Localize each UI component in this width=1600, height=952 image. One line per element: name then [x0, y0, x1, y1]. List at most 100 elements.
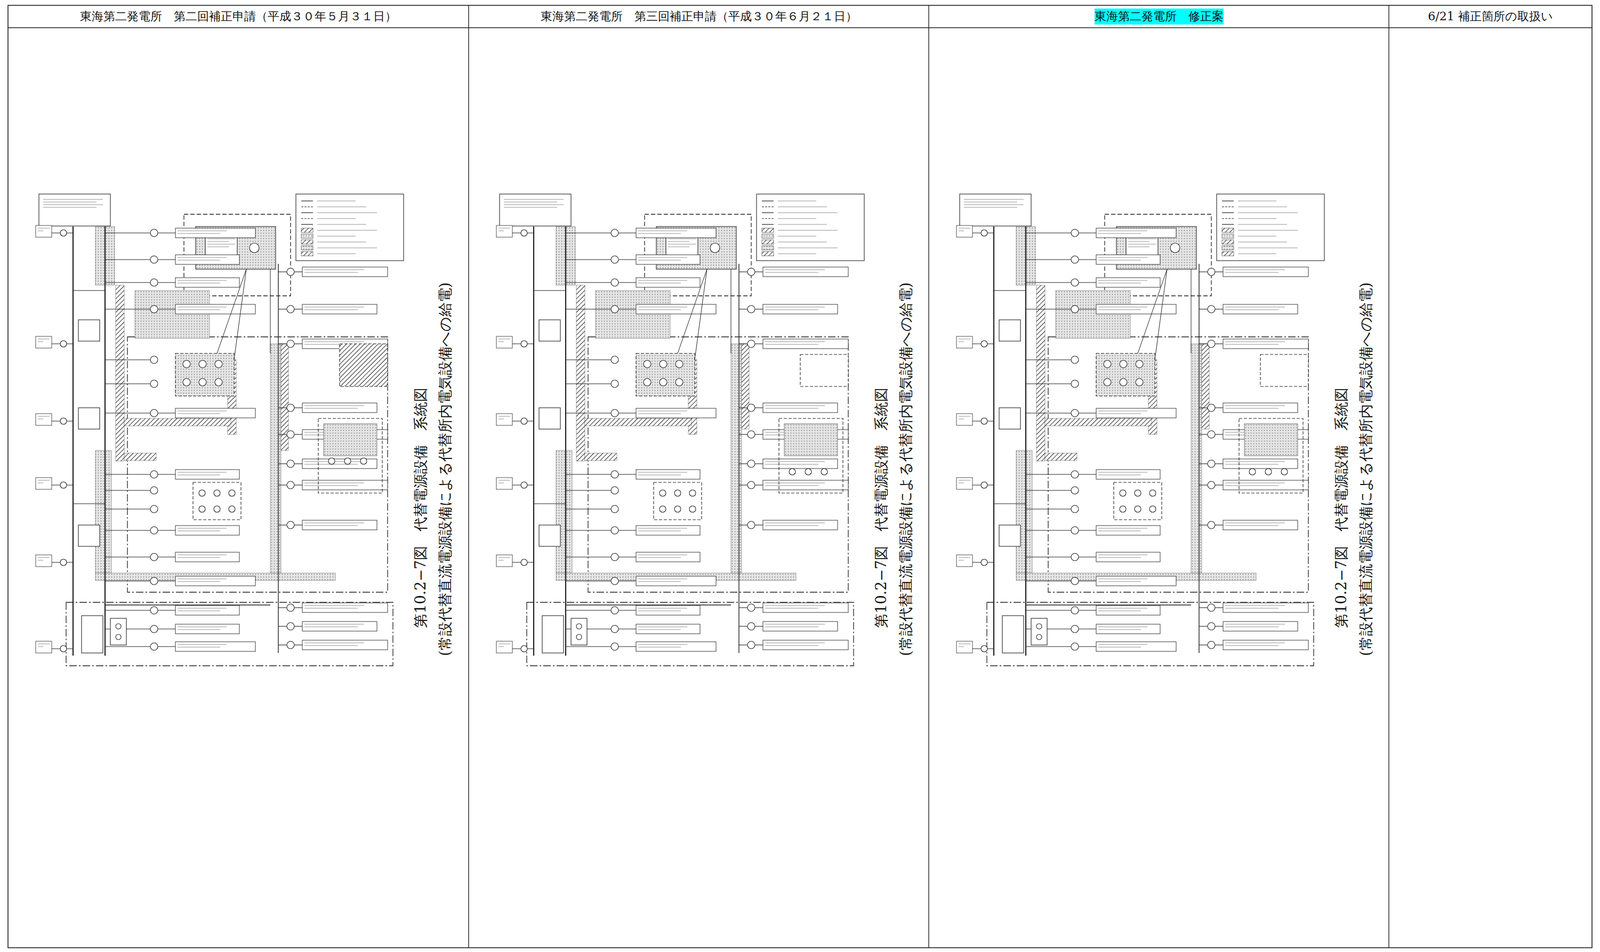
breaker-symbol: [1149, 505, 1156, 513]
tiny-text-mark: [37, 644, 50, 645]
wire: [738, 308, 748, 310]
breaker-symbol: [150, 255, 158, 264]
legend-box: [959, 194, 1032, 227]
breaker-symbol: [1134, 505, 1141, 513]
breaker-symbol: [1071, 526, 1079, 535]
hatched-route: [1044, 418, 1152, 426]
legend-sample: [761, 206, 774, 207]
figure-subcaption: (常設代替直流電源設備による代替所内電気設備への給電): [1357, 282, 1376, 656]
header-rule: [7, 27, 1593, 28]
wire: [1078, 473, 1097, 475]
breaker-symbol: [286, 430, 295, 439]
breaker-symbol: [214, 360, 223, 368]
tiny-text-mark: [1098, 280, 1148, 281]
wire: [1078, 556, 1097, 558]
wire: [754, 607, 763, 608]
tiny-text-mark: [777, 242, 827, 243]
breaker-symbol: [675, 378, 683, 387]
wire: [618, 282, 637, 283]
breaker-symbol: [1071, 606, 1079, 615]
source-tag: [35, 336, 52, 349]
breaker-symbol: [1103, 360, 1112, 368]
load-box: [762, 520, 838, 530]
breaker-symbol: [115, 623, 122, 630]
tiny-text-mark: [37, 228, 50, 229]
breaker-symbol: [610, 278, 619, 287]
tiny-text-mark: [765, 408, 819, 409]
legend-box: [295, 194, 404, 261]
wire: [157, 628, 176, 630]
breaker-symbol: [1281, 468, 1288, 476]
tiny-text-mark: [765, 307, 825, 308]
legend-sample: [761, 212, 774, 213]
leader-line: [216, 269, 247, 354]
header-cell: 東海第二発電所 第三回補正申請（平成３０年６月２１日）: [469, 5, 928, 28]
wire: [157, 473, 176, 475]
tiny-text-mark: [304, 605, 365, 607]
tiny-text-mark: [1225, 483, 1285, 484]
bus-line: [1198, 263, 1200, 654]
tiny-text-mark: [1237, 224, 1288, 225]
distribution-box: [571, 618, 588, 646]
breaker-symbol: [249, 243, 260, 253]
figure-caption: 第10.2−7図 代替電源設備 系統図: [412, 387, 430, 629]
tiny-text-mark: [177, 610, 221, 612]
shaded-route: [1055, 290, 1131, 339]
wire: [738, 433, 748, 435]
wire: [1215, 271, 1224, 272]
wire: [278, 271, 287, 272]
tiny-text-mark: [638, 309, 681, 311]
battery-box: [542, 615, 564, 654]
bus-line: [104, 226, 106, 656]
source-tag: [35, 413, 52, 426]
load-box: [1096, 254, 1161, 265]
wire: [157, 529, 176, 531]
breaker-symbol: [1071, 278, 1079, 287]
load-box: [1096, 304, 1177, 315]
area-boundary: [526, 602, 854, 666]
wire: [1199, 271, 1208, 272]
load-box: [175, 408, 256, 418]
wire: [1215, 343, 1224, 344]
wire: [1078, 609, 1097, 611]
breaker-symbol: [1071, 470, 1079, 479]
breaker-symbol: [1135, 378, 1144, 387]
wire: [73, 503, 106, 504]
breaker-symbol: [520, 559, 528, 566]
panel-box: [339, 343, 388, 387]
breaker-symbol: [286, 481, 295, 489]
wire: [754, 484, 763, 486]
wire: [1199, 308, 1208, 310]
tiny-text-mark: [638, 626, 688, 628]
source-tag: [35, 555, 52, 567]
breaker-symbol: [150, 553, 158, 561]
tiny-text-mark: [1098, 608, 1148, 609]
breaker-symbol: [1071, 577, 1079, 585]
load-box: [636, 576, 717, 586]
source-tag: [496, 413, 513, 426]
wire: [157, 282, 176, 283]
charger-box: [539, 319, 561, 342]
tiny-text-mark: [503, 199, 564, 200]
tiny-text-mark: [1237, 206, 1288, 208]
tiny-text-mark: [638, 581, 681, 583]
wire: [1025, 383, 1075, 384]
shaded-route: [556, 450, 573, 574]
load-box: [1223, 267, 1309, 277]
breaker-symbol: [1071, 486, 1079, 495]
wire: [157, 232, 176, 233]
legend-sample: [301, 239, 313, 245]
tiny-text-mark: [43, 199, 103, 200]
wire: [565, 609, 615, 611]
wire: [738, 343, 748, 344]
tiny-text-mark: [1098, 413, 1141, 415]
wire: [105, 489, 155, 491]
wire: [1215, 463, 1224, 464]
load-box: [302, 403, 377, 413]
load-box: [1223, 520, 1298, 530]
breaker-symbol: [981, 481, 988, 489]
wire: [1215, 308, 1224, 310]
wire: [1199, 607, 1208, 608]
tiny-text-mark: [177, 557, 221, 559]
breaker-symbol: [198, 489, 206, 497]
